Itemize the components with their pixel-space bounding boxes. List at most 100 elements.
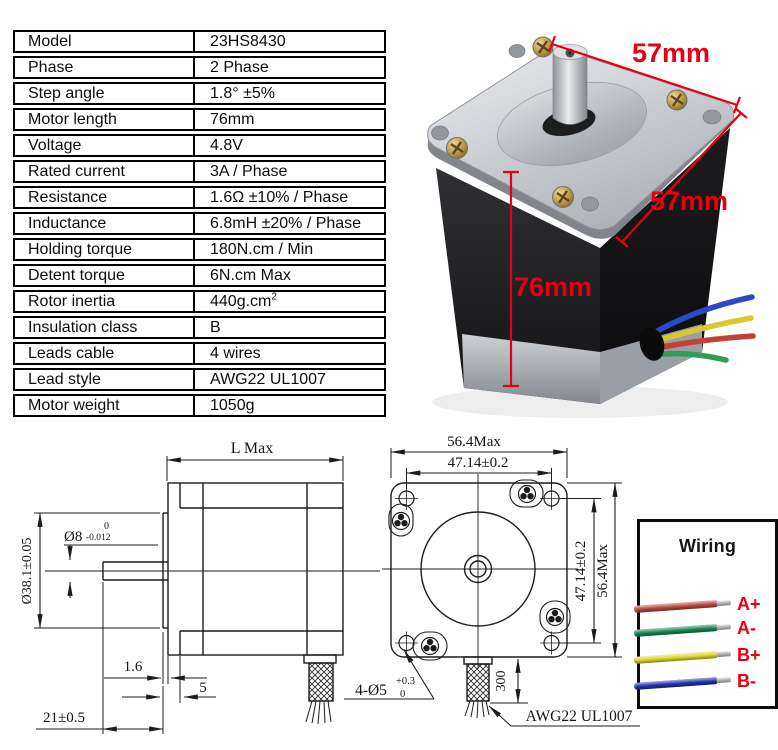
spec-value: 76mm bbox=[193, 108, 386, 131]
spec-label: Holding torque bbox=[13, 238, 193, 261]
wire-label: A- bbox=[737, 618, 756, 638]
blue-wire-icon bbox=[633, 677, 732, 690]
dim-l-max: L Max bbox=[231, 440, 274, 457]
dim-shaft-tol-upper: 0 bbox=[104, 521, 109, 532]
spec-label: Rated current bbox=[13, 160, 193, 183]
motor-shaft bbox=[552, 44, 588, 125]
spec-label: Leads cable bbox=[13, 342, 193, 365]
dim-holes-count: 4-Ø5 bbox=[355, 682, 387, 699]
wiring-title: Wiring bbox=[678, 536, 737, 556]
dim-flange-thickness: 5 bbox=[199, 680, 207, 696]
dim-shaft-tol-lower: -0.012 bbox=[86, 533, 111, 543]
dim-height-max: 56.4Max bbox=[595, 544, 611, 598]
spec-label: Detent torque bbox=[13, 264, 193, 287]
spec-value: 3A / Phase bbox=[193, 160, 386, 183]
spec-value: 23HS8430 bbox=[193, 30, 386, 53]
spec-label: Motor weight bbox=[13, 394, 193, 417]
spec-value: 4.8V bbox=[193, 134, 386, 157]
spec-value-sup: 2 bbox=[271, 291, 277, 303]
spec-label: Phase bbox=[13, 56, 193, 79]
side-view bbox=[34, 456, 380, 734]
wire-tip-icon bbox=[716, 600, 732, 607]
spec-label: Voltage bbox=[13, 134, 193, 157]
spec-label: Model bbox=[13, 30, 193, 53]
spec-label: Rotor inertia bbox=[13, 290, 193, 313]
spec-label: Inductance bbox=[13, 212, 193, 235]
wire-tip-icon bbox=[716, 624, 732, 631]
label-lead-spec: AWG22 UL1007 bbox=[526, 708, 633, 725]
wire-label: A+ bbox=[737, 594, 761, 614]
spec-value: 6.8mH ±20% / Phase bbox=[193, 212, 386, 235]
wire-label: B+ bbox=[737, 645, 761, 665]
dim-holes-tol-upper: +0.3 bbox=[396, 676, 415, 687]
front-view bbox=[344, 448, 640, 727]
photo-shadow bbox=[432, 386, 728, 418]
side-cable-bundle bbox=[303, 654, 337, 725]
dim-hole-spacing-h: 47.14±0.2 bbox=[448, 455, 509, 471]
dim-pilot-depth: 1.6 bbox=[124, 659, 143, 675]
dim-boss-dia: Ø38.1±0.05 bbox=[20, 538, 35, 605]
motor-photo: 57mm 57mm 76mm bbox=[427, 35, 756, 418]
motor-body bbox=[436, 128, 730, 404]
side-view-labels: L Max Ø8 0 -0.012 Ø38.1±0.05 1.6 5 21±0.… bbox=[20, 440, 273, 726]
spec-value: 1.8° ±5% bbox=[193, 82, 386, 105]
blue-wire bbox=[645, 294, 755, 339]
front-view-labels: 56.4Max 47.14±0.2 47.14±0.2 56.4Max 300 … bbox=[355, 434, 633, 725]
wiring-legend: Wiring A+ A- B+ B- bbox=[633, 519, 778, 709]
spec-value: 440g.cm2 bbox=[193, 290, 386, 313]
spec-value: B bbox=[193, 316, 386, 339]
dim-shaft-length: 21±0.5 bbox=[43, 710, 85, 726]
spec-label: Step angle bbox=[13, 82, 193, 105]
spec-value: 6N.cm Max bbox=[193, 264, 386, 287]
spec-value: 180N.cm / Min bbox=[193, 238, 386, 261]
dim-top-width: 57mm bbox=[632, 38, 710, 68]
red-wire-icon bbox=[633, 600, 732, 613]
spec-value: 4 wires bbox=[193, 342, 386, 365]
dim-holes-tol-lower: 0 bbox=[400, 689, 405, 700]
dim-width-max: 56.4Max bbox=[447, 434, 501, 450]
dim-shaft-dia: Ø8 bbox=[64, 529, 82, 545]
front-cable-bundle bbox=[463, 656, 493, 719]
wire-grommet bbox=[639, 327, 665, 361]
yellow-wire-icon bbox=[633, 651, 732, 664]
wire-tip-icon bbox=[716, 677, 732, 684]
spec-value: AWG22 UL1007 bbox=[193, 368, 386, 391]
wire-label: B- bbox=[737, 671, 756, 691]
green-wire-icon bbox=[633, 624, 732, 637]
dim-hole-spacing-v: 47.14±0.2 bbox=[573, 541, 589, 602]
dim-side-width: 57mm bbox=[650, 186, 728, 216]
dim-lead-length: 300 bbox=[494, 671, 509, 692]
spec-label: Motor length bbox=[13, 108, 193, 131]
spec-value: 2 Phase bbox=[193, 56, 386, 79]
spec-label: Insulation class bbox=[13, 316, 193, 339]
screw-trefoil-icon bbox=[391, 484, 565, 656]
spec-value: 1050g bbox=[193, 394, 386, 417]
dim-body-length: 76mm bbox=[514, 272, 592, 302]
photo-dim-lines bbox=[503, 35, 748, 388]
spec-label: Lead style bbox=[13, 368, 193, 391]
spec-label: Resistance bbox=[13, 186, 193, 209]
spec-value: 1.6Ω ±10% / Phase bbox=[193, 186, 386, 209]
mounting-hole-icon bbox=[395, 487, 563, 655]
technical-drawing: L Max Ø8 0 -0.012 Ø38.1±0.05 1.6 5 21±0.… bbox=[20, 434, 640, 734]
faceplate-holes bbox=[431, 44, 722, 212]
wire-tip-icon bbox=[716, 651, 732, 658]
